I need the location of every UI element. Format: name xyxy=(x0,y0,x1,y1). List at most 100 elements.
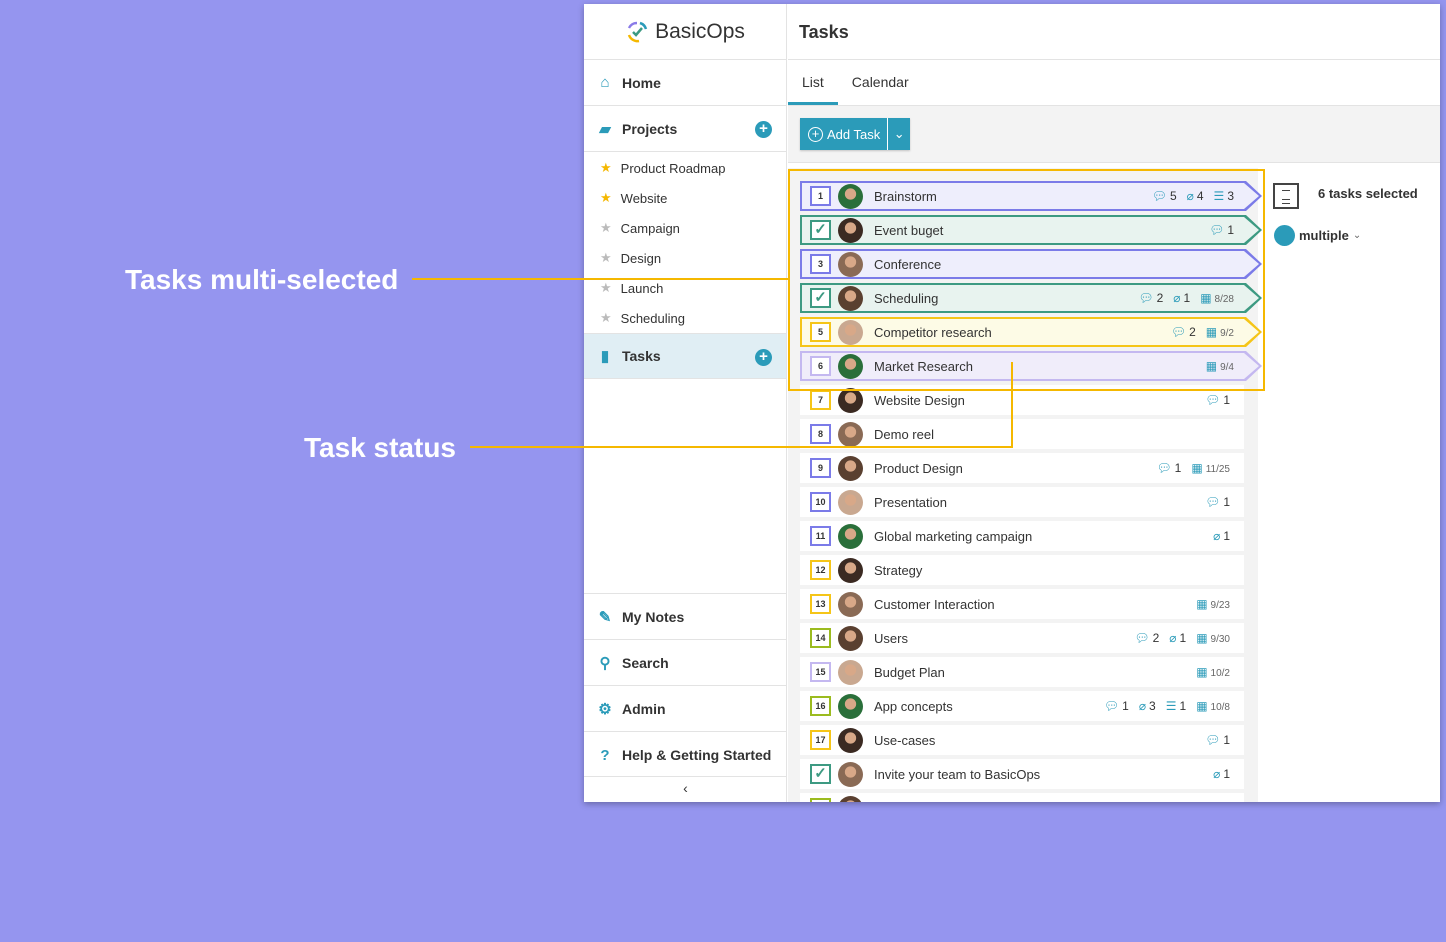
nav-projects[interactable]: ▰Projects+ xyxy=(584,106,786,152)
star-icon[interactable]: ★ xyxy=(600,220,612,235)
task-status-box[interactable] xyxy=(810,798,831,802)
task-status-box[interactable]: 1 xyxy=(810,186,831,206)
task-status-box[interactable]: 10 xyxy=(810,492,831,512)
task-row[interactable]: ✓ Invite your team to BasicOps ⌀1 xyxy=(800,759,1244,789)
task-row[interactable]: 1 Brainstorm 💬︎5⌀4☰3 xyxy=(800,181,1262,211)
page-title: Tasks xyxy=(788,4,1440,60)
add-project-icon[interactable]: + xyxy=(755,121,772,138)
task-status-box[interactable]: 3 xyxy=(810,254,831,274)
project-item[interactable]: ★Product Roadmap xyxy=(584,153,786,183)
task-status-box[interactable]: 5 xyxy=(810,322,831,342)
task-row[interactable]: 9 Product Design 💬︎1▦11/25 xyxy=(800,453,1244,483)
task-name: Market Research xyxy=(874,359,973,374)
task-row[interactable]: 10 Presentation 💬︎1 xyxy=(800,487,1244,517)
task-row[interactable]: 14 Users 💬︎2⌀1▦9/30 xyxy=(800,623,1244,653)
app-window: BasicOps ⌂Home ▰Projects+ ★Product Roadm… xyxy=(584,4,1440,802)
task-meta: ▦9/4 xyxy=(1206,359,1234,373)
task-status-box[interactable]: 6 xyxy=(810,356,831,376)
avatar xyxy=(838,286,863,311)
project-item[interactable]: ★Scheduling xyxy=(584,303,786,333)
due-date: ▦10/8 xyxy=(1196,699,1230,713)
add-task-icon[interactable]: + xyxy=(755,349,772,366)
collapse-sidebar-button[interactable]: ‹ xyxy=(584,776,787,802)
paperclip-icon: ⌀ xyxy=(1138,699,1147,713)
add-task-button[interactable]: +Add Task ⌄ xyxy=(800,118,911,150)
task-status-box[interactable]: 7 xyxy=(810,390,831,410)
task-row[interactable] xyxy=(800,793,1244,802)
nav-my-notes[interactable]: ✎My Notes xyxy=(584,594,787,640)
tab-list[interactable]: List xyxy=(788,60,838,105)
task-row[interactable]: 6 Market Research ▦9/4 xyxy=(800,351,1262,381)
task-status-box[interactable]: 11 xyxy=(810,526,831,546)
comment-icon: 💬︎ xyxy=(1134,631,1150,645)
task-row[interactable]: 5 Competitor research 💬︎2▦9/2 xyxy=(800,317,1262,347)
due-date: ▦9/23 xyxy=(1196,597,1230,611)
project-list: ★Product Roadmap★Website★Campaign★Design… xyxy=(584,152,786,333)
task-status-box[interactable]: 16 xyxy=(810,696,831,716)
nav-label: Projects xyxy=(622,120,678,137)
task-name: Invite your team to BasicOps xyxy=(874,767,1041,782)
task-row[interactable]: 16 App concepts 💬︎1⌀3☰1▦10/8 xyxy=(800,691,1244,721)
star-icon[interactable]: ★ xyxy=(600,190,612,205)
annotation-line xyxy=(470,446,1013,448)
nav-admin[interactable]: ⚙Admin xyxy=(584,686,787,732)
annotation-line xyxy=(412,278,790,280)
attachment-count: ⌀3 xyxy=(1138,699,1156,713)
task-row[interactable]: 13 Customer Interaction ▦9/23 xyxy=(800,589,1244,619)
home-icon: ⌂ xyxy=(600,74,610,91)
task-status-box[interactable]: 15 xyxy=(810,662,831,682)
task-meta: 💬︎2⌀1▦8/28 xyxy=(1138,291,1234,305)
star-icon[interactable]: ★ xyxy=(600,250,612,265)
paperclip-icon: ⌀ xyxy=(1213,767,1221,781)
status-dot xyxy=(1274,225,1295,246)
project-label: Launch xyxy=(620,280,664,296)
task-status-box[interactable]: 13 xyxy=(810,594,831,614)
project-item[interactable]: ★ Launch xyxy=(584,273,786,303)
search-icon: ⚲ xyxy=(599,654,611,672)
chevron-down-icon[interactable]: ⌄ xyxy=(893,126,905,141)
status-dropdown[interactable]: multiple⌄ xyxy=(1274,225,1361,246)
task-row[interactable]: ✓ Event buget 💬︎1 xyxy=(800,215,1262,245)
nav-help[interactable]: ?Help & Getting Started xyxy=(584,732,787,778)
star-icon[interactable]: ★ xyxy=(600,310,612,325)
task-row[interactable]: 8 Demo reel xyxy=(800,419,1244,449)
task-row[interactable]: ✓ Scheduling 💬︎2⌀1▦8/28 xyxy=(800,283,1262,313)
project-item[interactable]: ★Website xyxy=(584,183,786,213)
project-item[interactable]: ★Campaign xyxy=(584,213,786,243)
task-row[interactable]: 12 Strategy xyxy=(800,555,1244,585)
task-row[interactable]: 17 Use-cases 💬︎1 xyxy=(800,725,1244,755)
avatar xyxy=(838,660,863,685)
add-task-label: Add Task xyxy=(827,126,881,142)
task-details-icon xyxy=(1273,183,1299,209)
comment-count: 💬︎1 xyxy=(1205,495,1230,509)
nav-home[interactable]: ⌂Home xyxy=(584,60,786,106)
star-icon[interactable]: ★ xyxy=(600,160,612,175)
task-status-box[interactable]: 17 xyxy=(810,730,831,750)
project-item[interactable]: ★Design xyxy=(584,243,786,273)
task-checkbox-done[interactable]: ✓ xyxy=(810,288,831,308)
task-row[interactable]: 15 Budget Plan ▦10/2 xyxy=(800,657,1244,687)
star-icon[interactable]: ★ xyxy=(600,280,612,295)
task-name: Demo reel xyxy=(874,427,934,442)
annotation-task-status: Task status xyxy=(304,432,456,463)
task-row[interactable]: 11 Global marketing campaign ⌀1 xyxy=(800,521,1244,551)
avatar xyxy=(838,218,863,243)
due-date: ▦9/4 xyxy=(1205,359,1234,373)
avatar xyxy=(838,320,863,345)
nav-search[interactable]: ⚲Search xyxy=(584,640,787,686)
calendar-icon: ▦ xyxy=(1200,291,1212,305)
comment-count: 💬︎1 xyxy=(1205,733,1230,747)
task-checkbox-done[interactable]: ✓ xyxy=(810,764,831,784)
task-checkbox-done[interactable]: ✓ xyxy=(810,220,831,240)
nav-tasks[interactable]: ▮Tasks+ xyxy=(584,333,786,379)
task-meta: ▦10/2 xyxy=(1196,665,1230,679)
task-status-box[interactable]: 8 xyxy=(810,424,831,444)
task-name: Global marketing campaign xyxy=(874,529,1033,544)
task-name: App concepts xyxy=(874,699,953,714)
tab-calendar[interactable]: Calendar xyxy=(851,74,909,90)
task-status-box[interactable]: 12 xyxy=(810,560,831,580)
task-status-box[interactable]: 9 xyxy=(810,458,831,478)
task-row[interactable]: 3 Conference xyxy=(800,249,1262,279)
task-status-box[interactable]: 14 xyxy=(810,628,831,648)
task-meta: 💬︎5⌀4☰3 xyxy=(1152,189,1234,203)
